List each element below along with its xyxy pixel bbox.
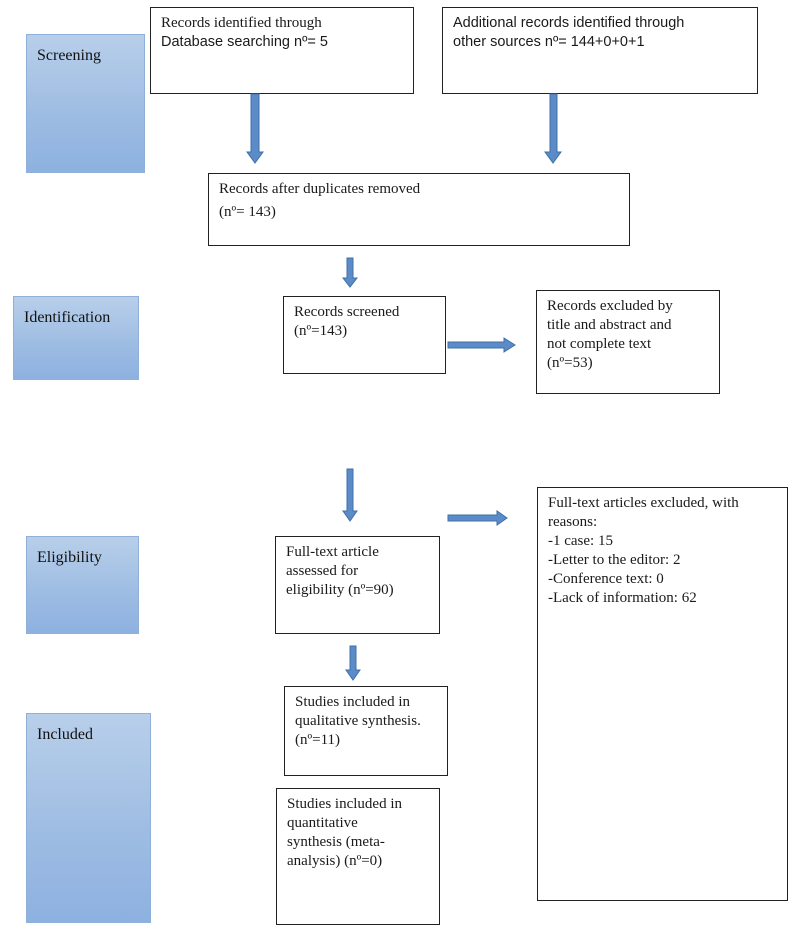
fulltext-excluded-line5: -Conference text: 0 — [548, 571, 664, 587]
stage-eligibility: Eligibility — [26, 536, 139, 634]
quantitative-box: Studies included in quantitative synthes… — [276, 788, 440, 925]
records-excluded-line2: title and abstract and — [547, 317, 672, 333]
fulltext-excluded-box: Full-text articles excluded, with reason… — [537, 487, 788, 901]
stage-screening: Screening — [26, 34, 145, 173]
arrow-down-fulltext-to-qualitative — [345, 645, 361, 681]
fulltext-assessed-line3: eligibility (nº=90) — [286, 582, 394, 598]
other-sources-line2: other sources nº= 144+0+0+1 — [453, 34, 645, 50]
stage-screening-label: Screening — [37, 47, 101, 64]
quantitative-line2: quantitative — [287, 815, 358, 831]
records-excluded-line3: not complete text — [547, 336, 652, 352]
db-search-line2: Database searching nº= 5 — [161, 34, 328, 50]
arrow-down-to-fulltext — [342, 468, 358, 522]
db-search-line1: Records identified through — [161, 15, 322, 31]
fulltext-excluded-line4: -Letter to the editor: 2 — [548, 552, 681, 568]
arrow-down-other-to-duplicates — [544, 93, 562, 164]
records-excluded-box: Records excluded by title and abstract a… — [536, 290, 720, 394]
records-screened-line1: Records screened — [294, 304, 400, 320]
arrow-down-duplicates-to-screened — [341, 257, 359, 288]
duplicates-removed-line2: (nº= 143) — [219, 204, 276, 220]
quantitative-line1: Studies included in — [287, 796, 402, 812]
fulltext-assessed-line2: assessed for — [286, 563, 359, 579]
records-excluded-line4: (nº=53) — [547, 355, 593, 371]
stage-included-label: Included — [37, 726, 93, 743]
db-search-box: Records identified through Database sear… — [150, 7, 414, 94]
other-sources-line1: Additional records identified through — [453, 15, 685, 31]
records-excluded-line1: Records excluded by — [547, 298, 673, 314]
quantitative-line3: synthesis (meta- — [287, 834, 385, 850]
duplicates-removed-line1: Records after duplicates removed — [219, 181, 421, 197]
fulltext-excluded-line1: Full-text articles excluded, with — [548, 495, 739, 511]
stage-identification: Identification — [13, 296, 139, 380]
stage-identification-label: Identification — [24, 309, 111, 326]
qualitative-line1: Studies included in — [295, 694, 410, 710]
stage-included: Included — [26, 713, 151, 923]
stage-eligibility-label: Eligibility — [37, 549, 102, 566]
arrow-right-to-fulltext-excluded — [447, 510, 508, 526]
fulltext-excluded-line6: -Lack of information: 62 — [548, 590, 697, 606]
records-screened-box: Records screened (nº=143) — [283, 296, 446, 374]
qualitative-box: Studies included in qualitative synthesi… — [284, 686, 448, 776]
arrow-right-screened-to-excluded — [447, 337, 516, 353]
qualitative-line2: qualitative synthesis. — [295, 713, 421, 729]
other-sources-box: Additional records identified through ot… — [442, 7, 758, 94]
records-screened-line2: (nº=143) — [294, 323, 348, 339]
quantitative-line4: analysis) (nº=0) — [287, 853, 383, 869]
qualitative-line3: (nº=11) — [295, 732, 341, 748]
fulltext-assessed-box: Full-text article assessed for eligibili… — [275, 536, 440, 634]
arrow-down-db-to-duplicates — [246, 93, 264, 164]
duplicates-removed-box: Records after duplicates removed (nº= 14… — [208, 173, 630, 246]
fulltext-excluded-line3: -1 case: 15 — [548, 533, 613, 549]
fulltext-excluded-line2: reasons: — [548, 514, 598, 530]
fulltext-assessed-line1: Full-text article — [286, 544, 379, 560]
